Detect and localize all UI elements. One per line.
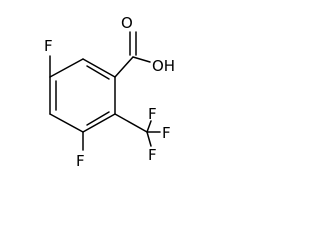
ring-double-bond xyxy=(86,111,110,126)
bond-cf3-f-bottom xyxy=(146,131,152,147)
atom-f-cf3-bottom: F xyxy=(148,146,157,164)
bond-c-cooh xyxy=(114,56,134,78)
atom-oh: OH xyxy=(152,57,175,75)
bond-c-cf3 xyxy=(114,113,148,133)
ring-bond xyxy=(49,113,84,133)
chemical-structure: F F O OH F F F xyxy=(44,14,175,170)
atom-o-carbonyl: O xyxy=(121,14,133,32)
ring-bond xyxy=(49,58,84,78)
ring-bond xyxy=(82,58,116,78)
ring-bond xyxy=(82,113,116,133)
atom-f-top-left: F xyxy=(44,37,53,55)
atom-f-cf3-right: F xyxy=(162,124,171,142)
ring-double-bond xyxy=(86,65,110,80)
atom-f-bottom-left: F xyxy=(76,152,85,170)
bond-c-oh xyxy=(132,56,151,63)
atom-f-cf3-top: F xyxy=(148,105,157,123)
bond-cf3-f-top xyxy=(146,120,152,133)
